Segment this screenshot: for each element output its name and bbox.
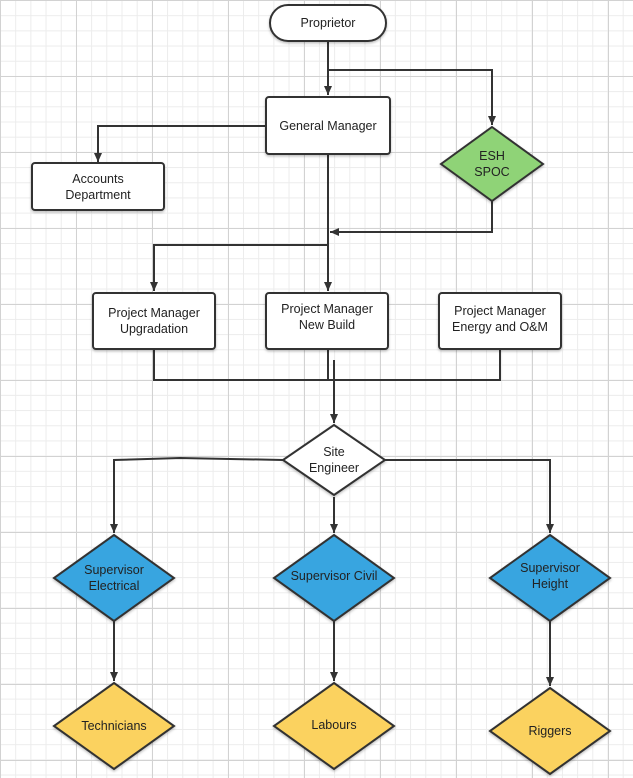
technicians-label: Technicians: [81, 719, 147, 733]
accounts-department-label: Accounts Department: [65, 171, 131, 202]
connector-proprietor-esh: [328, 69, 496, 125]
esh-spoc-node[interactable]: [439, 125, 545, 203]
labours-node[interactable]: [272, 681, 396, 771]
supervisor-height-label: Supervisor Height: [520, 561, 580, 591]
supervisor-electrical-node[interactable]: [52, 533, 176, 623]
pm-energy-label: Project Manager Energy and O&M: [452, 304, 548, 334]
site-engineer-label: Site Engineer: [308, 445, 360, 475]
site-engineer-node[interactable]: [281, 423, 387, 497]
general-manager-node[interactable]: [265, 96, 391, 155]
connector-gm-accounts: [94, 125, 266, 162]
pm-energy-node[interactable]: [438, 292, 562, 350]
connector-se-electrical: [110, 456, 284, 533]
esh-spoc-label: ESH SPOC: [474, 149, 510, 179]
general-manager-label: General Manager: [279, 118, 377, 133]
connector-esh-trunk: [330, 200, 493, 236]
pm-new-build-node[interactable]: [265, 292, 389, 350]
connector-se-height: [385, 459, 554, 533]
accounts-department-node[interactable]: [31, 162, 165, 211]
supervisor-electrical-label: Supervisor Electrical: [84, 563, 144, 593]
connector-branch-pm: [150, 244, 328, 291]
proprietor-node[interactable]: [269, 4, 387, 42]
riggers-node[interactable]: [488, 686, 612, 776]
riggers-label: Riggers: [528, 724, 572, 738]
proprietor-label: Proprietor: [300, 16, 356, 30]
technicians-node[interactable]: [52, 681, 176, 771]
pm-upgradation-label: Project Manager Upgradation: [108, 306, 200, 336]
supervisor-height-node[interactable]: [488, 533, 612, 623]
supervisor-civil-node[interactable]: [272, 533, 396, 623]
labours-label: Labours: [311, 718, 357, 732]
supervisor-civil-label: Supervisor Civil: [290, 569, 378, 583]
pm-new-build-label: Project Manager New Build: [281, 302, 373, 332]
pm-upgradation-node[interactable]: [92, 292, 216, 350]
